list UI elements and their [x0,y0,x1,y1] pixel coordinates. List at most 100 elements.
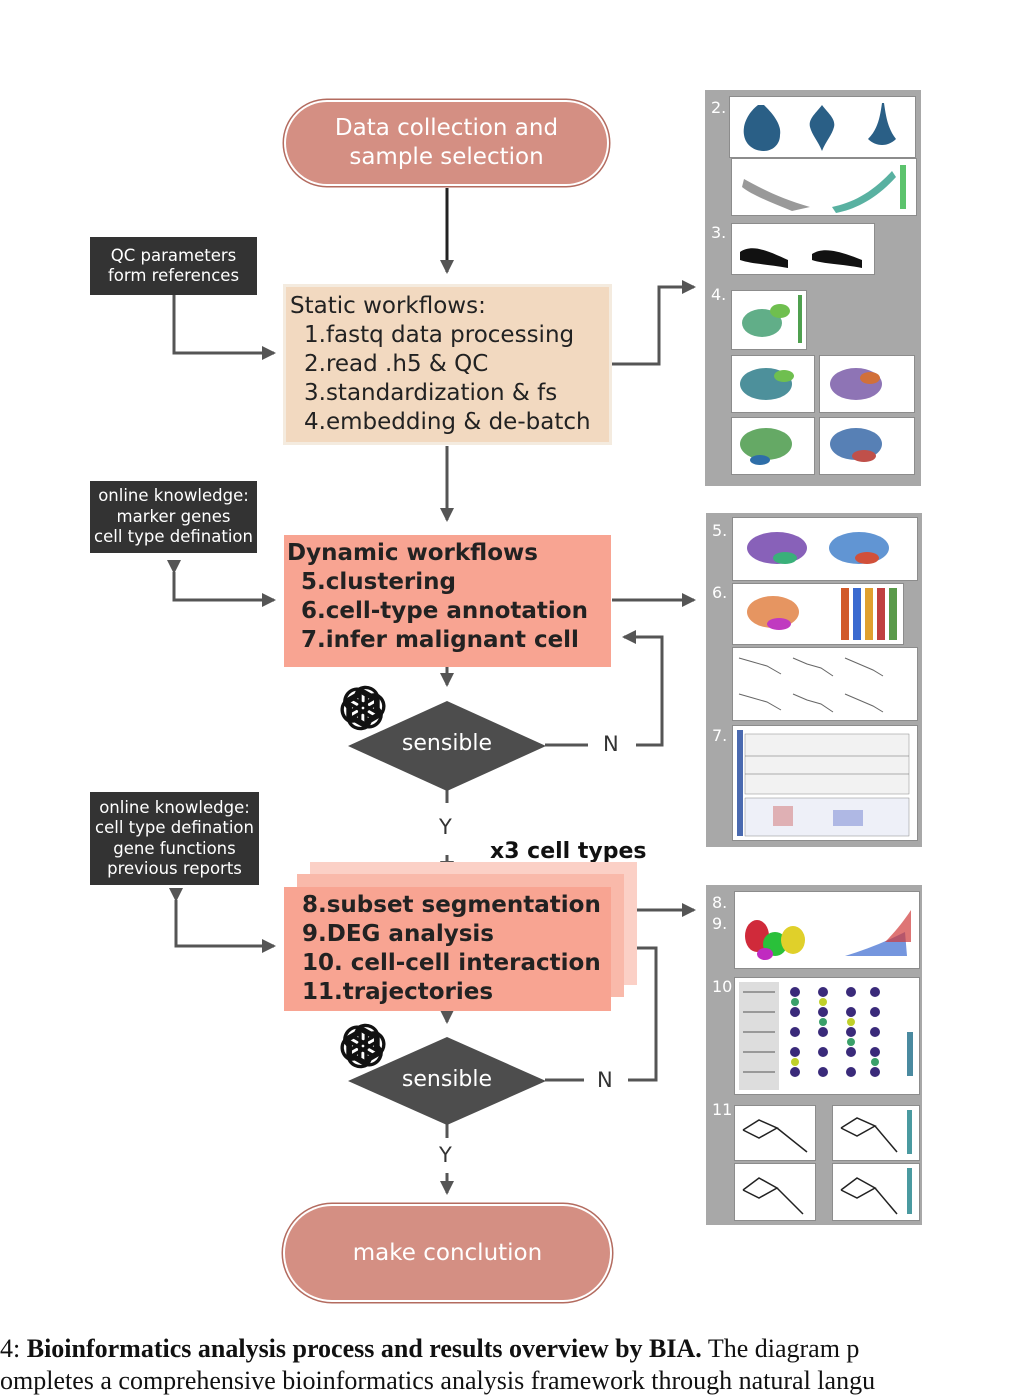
umap-graphic-4 [740,428,792,465]
start-node-line2: sample selection [349,144,544,170]
panel-a-label-3: 3. [711,223,727,242]
cellphone-dotplot-thumbnail [734,977,920,1095]
dynamic-step-6: 6.cell-type annotation [301,598,588,624]
trajectory-graphic-4 [840,1168,912,1215]
annotation-thumbnail [732,583,904,645]
end-node-label: make conclution [352,1239,543,1266]
umap-thumbnail-2 [731,355,815,413]
umap-thumbnail-4 [731,417,815,475]
panel-c-label-11: 11. [712,1100,738,1119]
umap-graphic-3 [830,368,882,400]
static-step-1: 1.fastq data processing [304,322,575,348]
multiplier-label: x3 cell types [490,839,647,864]
cellphone-dotplot-graphic [739,982,913,1090]
online-knowledge-box-1: online knowledge: marker genes cell type… [90,481,257,553]
panel-b-label-5: 5. [712,521,728,540]
arrow-static-to-panel-a [612,280,696,366]
online2-line4: previous reports [107,859,242,878]
qc-parameters-box: QC parameters form references [90,237,257,295]
online2-line3: gene functions [113,838,236,858]
annotation-graphic [747,588,897,640]
umap-thumbnail-1 [731,290,807,350]
start-node: Data collection and sample selection [286,102,607,184]
subset-workflows-box: 8.subset segmentation 9.DEG analysis 10.… [284,887,611,1011]
subset-step-11: 11.trajectories [302,979,494,1005]
cluster-umap-thumbnail [732,517,918,581]
decision-2-no-label: N [597,1068,613,1092]
panel-a-label-2: 2. [711,98,727,117]
infercnv-lines-graphic [738,657,884,713]
results-panel-clustering-annotation: 5. 6. 7. [706,513,922,847]
results-panel-subset-analysis: 8. 9. 10. 11. [706,885,922,1225]
arrow-decision1-no-loop [622,630,664,747]
online1-line1: online knowledge: [98,486,249,506]
trajectory-thumbnail-2 [832,1105,920,1161]
trajectory-graphic-1 [742,1119,808,1153]
figure-caption-line2: ompletes a comprehensive bioinformatics … [0,1366,876,1395]
start-node-line1: Data collection and [334,115,559,141]
trajectory-thumbnail-1 [734,1105,816,1161]
subset-step-10: 10. cell-cell interaction [302,950,601,976]
arrow-online2-subset [169,888,276,953]
umap-thumbnail-5 [819,417,915,475]
decision-diamond-2 [348,1037,546,1125]
umap-graphic-2 [740,368,794,400]
umap-graphic-1 [742,295,802,343]
trajectory-graphic-3 [742,1177,804,1215]
panel-a-label-4: 4. [711,285,727,304]
cluster-umap-graphic [747,532,889,564]
subset-umap-volcano-thumbnail [734,891,920,969]
infercnv-heatmap-graphic [737,730,910,837]
qc-line2: form references [107,266,240,285]
umap-thumbnail-3 [819,355,915,413]
umap-graphic-5 [830,428,882,462]
results-panel-qc-embedding: 2. 3. 4. [705,90,921,486]
scatter-graphic [740,248,862,268]
panel-c-label-10: 10. [712,977,738,996]
online2-line2: cell type defination [95,818,254,837]
online2-line1: online knowledge: [99,797,250,817]
caption-bold: Bioinformatics analysis process and resu… [26,1334,702,1363]
arrow-decision2-no-loop [622,941,658,1082]
caption-prefix: 4: [0,1334,27,1363]
decision-1-yes-label: Y [439,815,452,839]
decision-2-yes-label: Y [439,1143,452,1167]
end-node: make conclution [285,1206,610,1300]
infercnv-lines-thumbnail [732,647,918,721]
violin-plots-graphic [743,103,896,151]
infercnv-heatmap-thumbnail [732,725,918,841]
figure-caption-line1: 4: Bioinformatics analysis process and r… [0,1334,1013,1364]
qc-scatter-thumbnail [731,158,917,216]
static-step-3: 3.standardization & fs [304,380,558,406]
online-knowledge-box-2: online knowledge: cell type defination g… [90,792,259,885]
static-title: Static workflows: [290,293,486,319]
panel-b-label-7: 7. [712,726,728,745]
trajectory-graphic-2 [840,1110,912,1154]
static-step-2: 2.read .h5 & QC [304,351,489,377]
subset-step-9: 9.DEG analysis [302,921,494,947]
dynamic-step-7: 7.infer malignant cell [301,627,579,653]
violin-plots-thumbnail [729,96,916,158]
static-workflows-box: Static workflows: 1.fastq data processin… [283,284,612,445]
dynamic-workflows-box: Dynamic workflows 5.clustering 6.cell-ty… [284,535,611,667]
decision-2-label: sensible [401,1067,493,1092]
static-step-4: 4.embedding & de-batch [304,409,591,435]
qc-scatter-graphic [742,165,906,213]
online1-line2: marker genes [116,506,231,526]
trajectory-thumbnail-3 [734,1163,816,1221]
decision-1-label: sensible [401,731,493,756]
openai-logo-icon [340,685,386,731]
decision-1-no-label: N [603,732,619,756]
decision-diamond-1 [348,701,546,791]
subset-umap-volcano-graphic [745,910,911,960]
caption-rest: The diagram p [701,1334,860,1363]
subset-step-8: 8.subset segmentation [302,892,601,918]
dynamic-title: Dynamic workflows [287,540,538,566]
panel-c-label-9: 9. [712,914,728,933]
trajectory-thumbnail-4 [832,1163,920,1221]
arrow-online1-dynamic [167,560,276,607]
dynamic-step-5: 5.clustering [301,569,456,595]
online1-line3: cell type defination [94,527,253,547]
qc-line1: QC parameters [110,245,237,265]
